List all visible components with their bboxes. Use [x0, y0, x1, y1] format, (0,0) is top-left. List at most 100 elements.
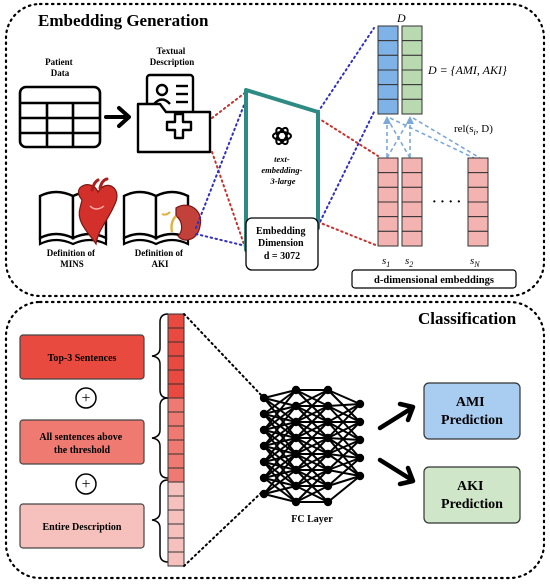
- fc-connection: [295, 421, 329, 439]
- plus-symbol-2: +: [81, 476, 90, 493]
- aki-prediction-label: AKI Prediction: [441, 479, 503, 512]
- fc-neuron: [323, 401, 333, 411]
- combined-vector-cell: [167, 355, 185, 371]
- fc-connection: [295, 469, 329, 487]
- fc-connection: [263, 485, 297, 495]
- classification-panel-border: [4, 300, 546, 580]
- s2-vector-cell: [401, 201, 423, 218]
- s2-vector-cell: [401, 172, 423, 188]
- fc-connection: [327, 439, 361, 455]
- relevance-arrows: [386, 117, 481, 159]
- model-name-label: text- embedding- 3-large: [261, 154, 304, 186]
- aki-prediction-box: [423, 466, 521, 524]
- fc-neuron: [355, 471, 365, 481]
- combined-vector-cell: [167, 341, 185, 357]
- fc-connection: [295, 389, 329, 407]
- fc-connection: [295, 405, 329, 423]
- embedding-dimension-label: Embedding Dimension d = 3072: [256, 226, 308, 262]
- fc-connection: [263, 389, 297, 431]
- fc-neuron: [323, 465, 333, 475]
- fc-connection: [263, 453, 297, 495]
- s2-label: s2: [405, 255, 413, 269]
- fc-connection: [263, 405, 297, 431]
- combined-vector-cell: [167, 467, 185, 483]
- fc-neuron: [291, 449, 301, 459]
- aki-vector-cell: [401, 25, 423, 42]
- entire-description-box: [19, 503, 145, 549]
- s1-vector-cell: [377, 172, 399, 188]
- relevance-label: rel(si, D): [454, 123, 493, 137]
- ami-embedding-vector: [377, 25, 399, 115]
- sentence-vector-sn: [467, 157, 489, 247]
- fc-connection: [263, 437, 297, 463]
- fc-connection: [295, 437, 329, 471]
- fc-neuron: [323, 433, 333, 443]
- fc-neuron: [259, 489, 269, 499]
- s2-vector-cell: [401, 216, 423, 232]
- ami-arrow-icon: [377, 401, 416, 431]
- medical-folder-icon: [136, 73, 212, 154]
- fc-layer-network-icon: [259, 385, 365, 507]
- combined-vector-cell: [167, 509, 185, 525]
- table-icon: [18, 85, 102, 149]
- sn-vector-cell: [467, 157, 489, 174]
- fc-neuron: [355, 435, 365, 445]
- braces: [151, 313, 169, 563]
- fc-connection: [263, 405, 297, 447]
- fc-neuron: [291, 433, 301, 443]
- vector-to-network-lines: [183, 313, 263, 567]
- combined-vector-cell: [167, 551, 185, 567]
- ami-vector-cell: [377, 69, 399, 86]
- definition-mins-label: Definition of MINS: [47, 248, 98, 269]
- d-label: D: [396, 11, 406, 25]
- sn-label: sN: [470, 255, 480, 269]
- fc-connection: [263, 469, 297, 495]
- ami-prediction-box: [423, 382, 521, 440]
- sentence-vector-s1: [377, 157, 399, 247]
- ami-vector-cell: [377, 98, 399, 115]
- fc-connection: [295, 389, 329, 423]
- plus-icon-1: [75, 387, 97, 409]
- combined-vector-cell: [167, 537, 185, 553]
- aki-vector-cell: [401, 98, 423, 115]
- fc-neuron: [323, 417, 333, 427]
- d-set-label: D = {AMI, AKI}: [427, 63, 507, 77]
- s2-vector-cell: [401, 186, 423, 203]
- d-dimensional-embeddings-box: [351, 269, 517, 289]
- fc-connection: [263, 437, 297, 479]
- combined-vector-cell: [167, 369, 185, 385]
- fc-neuron: [259, 393, 269, 403]
- combined-vector-cell: [167, 481, 185, 497]
- fc-connection: [327, 421, 361, 455]
- fc-neuron: [355, 417, 365, 427]
- s1-label: s1: [382, 255, 390, 269]
- fc-neuron: [259, 409, 269, 419]
- openai-logo-icon: [272, 126, 292, 146]
- s2-vector-cell: [401, 230, 423, 247]
- fc-connection: [327, 421, 361, 439]
- fc-connection: [327, 457, 361, 471]
- fc-connection: [327, 457, 361, 487]
- fc-neuron: [355, 453, 365, 463]
- plus-symbol-1: +: [81, 390, 90, 407]
- combined-vector-cell: [167, 523, 185, 539]
- fc-neuron: [355, 399, 365, 409]
- ami-vector-cell: [377, 40, 399, 56]
- above-threshold-label: All sentences above the threshold: [39, 432, 124, 456]
- s1-vector-cell: [377, 186, 399, 203]
- fc-neuron: [323, 497, 333, 507]
- ami-vector-cell: [377, 54, 399, 71]
- ami-vector-cell: [377, 84, 399, 100]
- aki-vector-cell: [401, 40, 423, 56]
- fc-connection: [295, 421, 329, 455]
- fc-connection: [327, 439, 361, 471]
- fc-layer-label: FC Layer: [291, 514, 333, 525]
- ami-prediction-label: AMI Prediction: [441, 395, 503, 428]
- fc-neuron: [259, 425, 269, 435]
- fc-neuron: [291, 481, 301, 491]
- patient-data-label: Patient Data: [45, 57, 75, 78]
- output-connector-lines: [317, 27, 379, 247]
- fc-connection: [327, 475, 361, 487]
- sn-vector-cell: [467, 186, 489, 203]
